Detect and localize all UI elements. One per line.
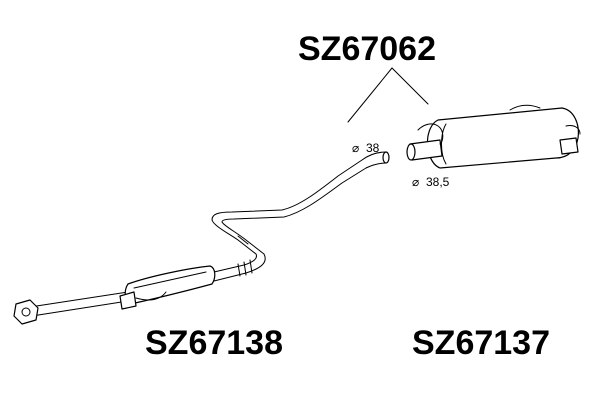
muffler-top-rib (509, 104, 541, 111)
muffler-rear-bracket (559, 137, 579, 155)
pipe-band-3 (249, 259, 253, 274)
dimension-pipe: ⌀ 38 (352, 141, 380, 155)
flange-bolt-hole (21, 307, 31, 317)
part-label-rear: SZ67137 (412, 324, 550, 362)
rear-muffler-body (426, 107, 579, 169)
part-label-top: SZ67062 (298, 30, 436, 68)
silencer-seam (133, 271, 207, 289)
pipe-band-1 (237, 263, 241, 277)
hanger-rod-bend (237, 235, 249, 245)
muffler-hanger-front (417, 123, 444, 145)
dimension-label-pipe: 38 (366, 141, 380, 155)
hanger-rod-front (135, 291, 167, 301)
leader-lines (347, 67, 429, 123)
leader-line-muffler (391, 67, 429, 105)
hanger-bracket-front (119, 291, 137, 310)
dimension-muffler: ⌀ 38,5 (412, 175, 450, 189)
diameter-symbol-muffler: ⌀ (412, 175, 419, 189)
pipe-band-2 (243, 261, 247, 276)
muffler-inlet-end (406, 143, 416, 161)
diameter-symbol-pipe: ⌀ (352, 141, 359, 155)
muffler-rear-hanger (565, 125, 581, 135)
inlet-flange (13, 299, 39, 325)
front-pipe-assembly (13, 151, 390, 325)
pipe-outlet-end (382, 151, 390, 164)
leader-line-pipe (347, 67, 393, 123)
dimension-label-muffler: 38,5 (426, 175, 450, 189)
front-pipe-lower-edge (31, 162, 387, 317)
rear-muffler-assembly (406, 104, 581, 169)
front-pipe-upper-edge (29, 151, 387, 308)
muffler-seam (441, 123, 447, 165)
part-label-front: SZ67138 (145, 324, 283, 362)
